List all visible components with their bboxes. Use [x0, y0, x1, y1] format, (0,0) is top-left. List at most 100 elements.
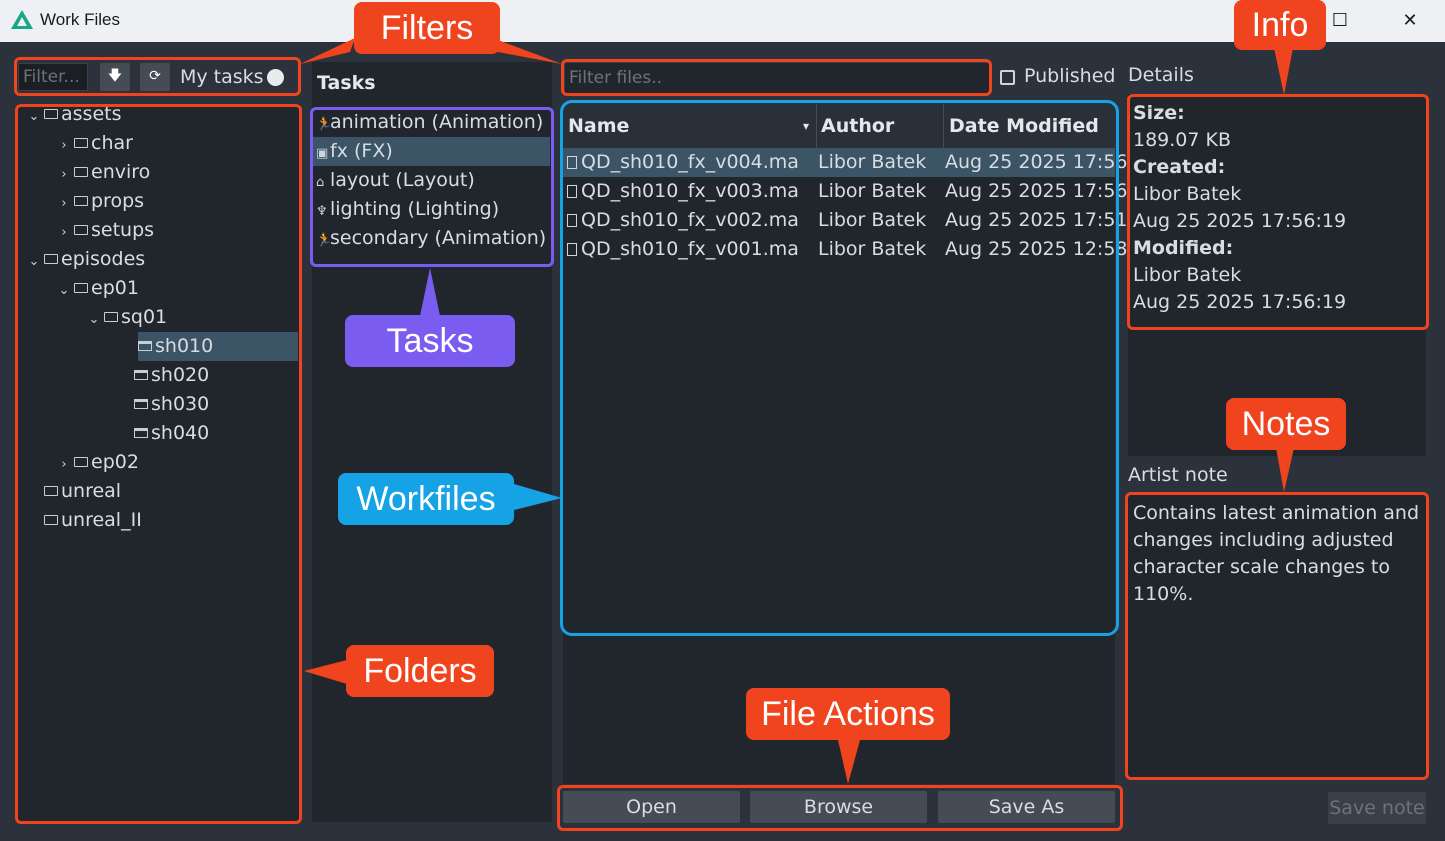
folder-item[interactable]: unreal_II	[24, 506, 142, 535]
artist-note-textarea[interactable]: Contains latest animation and changes in…	[1128, 494, 1426, 778]
workfile-author: Libor Batek	[818, 209, 927, 231]
task-item[interactable]: 🏃secondary (Animation)	[312, 224, 550, 253]
folder-item[interactable]: sh020	[114, 361, 209, 390]
chevron-icon[interactable]: ›	[61, 457, 67, 472]
created-label: Created:	[1133, 156, 1226, 178]
task-label: lighting (Lighting)	[330, 198, 500, 220]
folder-label: enviro	[91, 161, 151, 183]
workfile-row[interactable]: QD_sh010_fx_v004.ma Libor Batek Aug 25 202…	[563, 148, 1128, 177]
folder-label: props	[91, 190, 145, 212]
published-checkbox[interactable]	[1000, 70, 1015, 85]
folder-item[interactable]: sh040	[114, 419, 209, 448]
save-as-button[interactable]: Save As	[938, 791, 1115, 823]
chevron-icon[interactable]: ›	[61, 138, 67, 153]
folder-icon	[44, 109, 58, 119]
shot-icon	[134, 428, 148, 438]
workfile-author: Libor Batek	[818, 180, 927, 202]
folder-item[interactable]: › enviro	[54, 158, 150, 187]
folder-icon	[44, 254, 58, 264]
browse-button[interactable]: Browse	[750, 791, 927, 823]
workfile-date: Aug 25 2025 17:56	[945, 180, 1128, 202]
col-divider	[816, 104, 817, 148]
workfile-author: Libor Batek	[818, 151, 927, 173]
folder-item[interactable]: › props	[54, 187, 144, 216]
file-actions: Open Browse Save As	[563, 791, 1115, 823]
col-date[interactable]: Date Modified	[949, 115, 1099, 137]
folder-label: ep02	[91, 451, 139, 473]
workfile-name: QD_sh010_fx_v004.ma	[567, 148, 799, 177]
file-icon	[567, 214, 577, 227]
close-button[interactable]: ✕	[1402, 10, 1418, 31]
task-type-icon: ⌂	[316, 175, 325, 190]
folder-item[interactable]: unreal	[24, 477, 121, 506]
folder-item[interactable]: sh030	[114, 390, 209, 419]
my-tasks-label: My tasks	[180, 66, 264, 88]
file-icon	[567, 243, 577, 256]
created-date: Aug 25 2025 17:56:19	[1133, 210, 1347, 232]
app-logo-icon	[11, 10, 33, 29]
folder-item[interactable]: ⌄sq01	[84, 303, 168, 332]
folder-item[interactable]: ⌄assets	[24, 100, 122, 129]
folder-item[interactable]: › setups	[54, 216, 154, 245]
details-header: Details	[1128, 64, 1194, 86]
folder-item[interactable]: › char	[54, 129, 133, 158]
folder-label: sh020	[151, 364, 210, 386]
details-panel: Size: 189.07 KB Created: Libor Batek Aug…	[1128, 94, 1426, 456]
tasks-header: Tasks	[317, 72, 376, 94]
maximize-button[interactable]: ☐	[1331, 10, 1349, 31]
col-name[interactable]: Name	[568, 115, 630, 137]
chevron-icon[interactable]: ⌄	[28, 109, 40, 124]
folder-label: episodes	[61, 248, 146, 270]
folder-icon	[74, 457, 88, 467]
size-value: 189.07 KB	[1133, 129, 1232, 151]
published-label: Published	[1024, 65, 1116, 87]
folder-item[interactable]: ⌄ep01	[54, 274, 139, 303]
folder-icon	[44, 515, 58, 525]
modified-label: Modified:	[1133, 237, 1234, 259]
workfiles-list: Name ▾ Author Date Modified QD_sh010_fx_…	[563, 104, 1128, 784]
workfile-date: Aug 25 2025 17:51	[945, 209, 1128, 231]
task-type-icon: ♆	[316, 204, 328, 219]
open-button[interactable]: Open	[563, 791, 740, 823]
arrow-down-icon[interactable]: 🡇	[100, 63, 130, 91]
my-tasks-toggle[interactable]	[267, 69, 284, 86]
chevron-icon[interactable]: ›	[61, 167, 67, 182]
folder-item[interactable]: sh010	[138, 332, 298, 361]
workfile-date: Aug 25 2025 17:56	[945, 151, 1128, 173]
task-item[interactable]: ⌂layout (Layout)	[312, 166, 550, 195]
folder-item[interactable]: › ep02	[54, 448, 139, 477]
chevron-icon[interactable]: ›	[61, 196, 67, 211]
workfile-row[interactable]: QD_sh010_fx_v003.ma Libor Batek Aug 25 202…	[563, 177, 1128, 206]
task-item[interactable]: ♆lighting (Lighting)	[312, 195, 550, 224]
workfile-name-text: QD_sh010_fx_v003.ma	[581, 180, 799, 202]
refresh-icon[interactable]: ⟳	[140, 63, 170, 91]
col-author[interactable]: Author	[821, 115, 895, 137]
folder-item[interactable]: ⌄ episodes	[24, 245, 146, 274]
folder-label: setups	[91, 219, 155, 241]
chevron-icon[interactable]: ›	[61, 225, 67, 240]
chevron-icon[interactable]: ⌄	[28, 254, 40, 269]
modified-date: Aug 25 2025 17:56:19	[1133, 291, 1347, 313]
notes-callout: Notes	[1226, 398, 1346, 450]
folder-filter-input[interactable]: Filter...	[18, 63, 88, 91]
folder-label: sh030	[151, 393, 210, 415]
folder-label: char	[91, 132, 133, 154]
workfile-name-text: QD_sh010_fx_v004.ma	[581, 151, 799, 173]
info-callout: Info	[1234, 0, 1326, 50]
created-by: Libor Batek	[1133, 183, 1242, 205]
window-title: Work Files	[40, 10, 120, 29]
folder-tree: ⌄assets › char › enviro › props › setups ⌄ episode…	[18, 103, 300, 822]
sequence-icon	[104, 312, 118, 322]
chevron-icon[interactable]: ⌄	[88, 312, 100, 327]
sort-desc-icon[interactable]: ▾	[803, 119, 810, 133]
files-filter-input[interactable]: Filter files..	[564, 62, 990, 94]
save-note-button[interactable]: Save note	[1328, 792, 1426, 824]
task-item[interactable]: ▣fx (FX)	[312, 137, 550, 166]
task-label: animation (Animation)	[330, 111, 544, 133]
chevron-icon[interactable]: ⌄	[58, 283, 70, 298]
task-item[interactable]: 🏃animation (Animation)	[312, 108, 550, 137]
shot-icon	[138, 341, 152, 351]
note-header: Artist note	[1128, 464, 1228, 486]
